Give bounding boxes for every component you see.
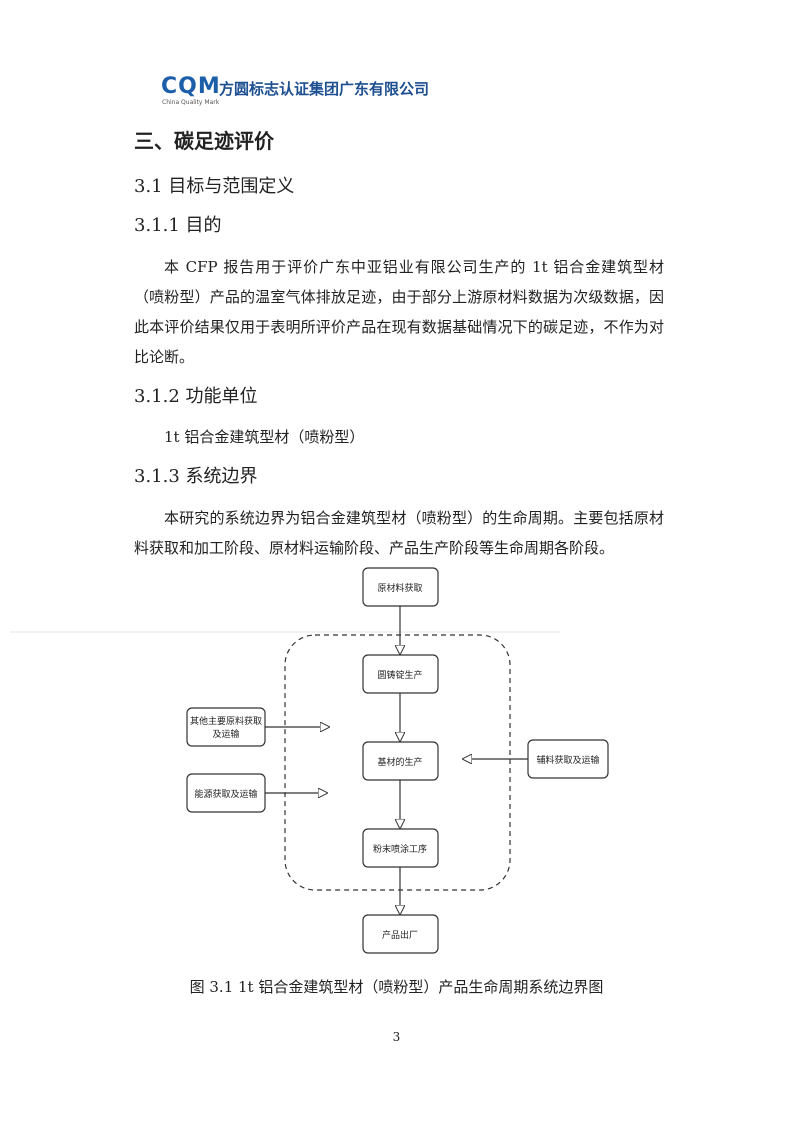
company-logo: CQM China Quality Mark 方圆标志认证集团广东有限公司 bbox=[161, 72, 461, 108]
box-other-materials: 其他主要原料获取 及运输 bbox=[186, 707, 266, 747]
box-other-materials-label-2: 及运输 bbox=[212, 728, 239, 740]
box-other-materials-label-1: 其他主要原料获取 bbox=[190, 715, 262, 727]
functional-unit-text: 1t 铝合金建筑型材（喷粉型） bbox=[164, 428, 365, 446]
heading-3-1-3: 3.1.3 系统边界 bbox=[134, 466, 258, 487]
box-raw-material: 原材料获取 bbox=[362, 567, 439, 607]
box-auxiliary: 辅料获取及运输 bbox=[527, 739, 609, 779]
heading-3-1: 3.1 目标与范围定义 bbox=[134, 176, 295, 197]
box-base-material: 基材的生产 bbox=[362, 741, 439, 781]
figure-caption: 图 3.1 1t 铝合金建筑型材（喷粉型）产品生命周期系统边界图 bbox=[189, 978, 604, 996]
section-title: 三、碳足迹评价 bbox=[134, 129, 274, 153]
box-auxiliary-label: 辅料获取及运输 bbox=[536, 754, 599, 766]
box-output-label: 产品出厂 bbox=[382, 929, 418, 941]
boundary-paragraph: 本研究的系统边界为铝合金建筑型材（喷粉型）的生命周期。主要包括原材料获取和加工阶… bbox=[134, 509, 664, 557]
box-raw-material-label: 原材料获取 bbox=[377, 582, 422, 594]
box-energy: 能源获取及运输 bbox=[186, 773, 266, 813]
box-ingot: 圆铸锭生产 bbox=[362, 654, 439, 694]
box-output: 产品出厂 bbox=[362, 914, 439, 954]
page-number: 3 bbox=[392, 1030, 401, 1044]
heading-3-1-1: 3.1.1 目的 bbox=[134, 215, 222, 236]
system-boundary bbox=[284, 634, 511, 891]
box-coating: 粉末喷涂工序 bbox=[362, 828, 439, 868]
box-base-material-label: 基材的生产 bbox=[377, 756, 422, 768]
company-name: 方圆标志认证集团广东有限公司 bbox=[219, 80, 430, 98]
heading-3-1-2: 3.1.2 功能单位 bbox=[134, 386, 258, 407]
purpose-paragraph: 本 CFP 报告用于评价广东中亚铝业有限公司生产的 1t 铝合金建筑型材（喷粉型… bbox=[134, 258, 664, 366]
logo-subtitle: China Quality Mark bbox=[162, 99, 220, 106]
box-energy-label: 能源获取及运输 bbox=[194, 788, 257, 800]
box-coating-label: 粉末喷涂工序 bbox=[373, 843, 427, 855]
system-boundary-diagram: 原材料获取 圆铸锭生产 基材的生产 粉末喷涂工序 产品出厂 其他主要原料获取 及… bbox=[10, 567, 609, 954]
box-ingot-label: 圆铸锭生产 bbox=[377, 669, 422, 681]
logo-mark: CQM bbox=[161, 74, 221, 99]
